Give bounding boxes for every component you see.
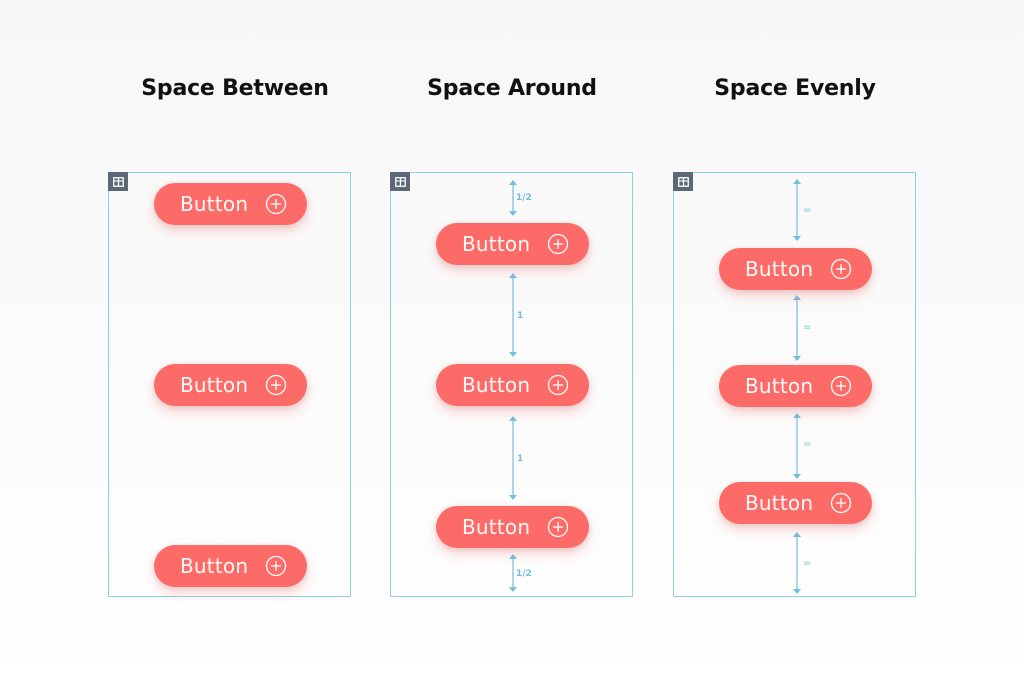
- button-1[interactable]: Button: [154, 183, 307, 225]
- gap-arrow: [793, 179, 801, 241]
- plus-circle-icon: [830, 375, 852, 397]
- gap-label: 1: [517, 454, 524, 464]
- gap-label: 1: [517, 311, 524, 321]
- gap-label: 1/2: [516, 569, 532, 579]
- gap-arrow: [793, 295, 801, 361]
- button-label: Button: [745, 491, 814, 515]
- plus-circle-icon: [547, 516, 569, 538]
- layout-columns-icon: [108, 172, 128, 191]
- button-1[interactable]: Button: [719, 248, 872, 290]
- button-label: Button: [462, 232, 531, 256]
- button-label: Button: [180, 192, 249, 216]
- plus-circle-icon: [265, 555, 287, 577]
- button-2[interactable]: Button: [436, 364, 589, 406]
- panel-space-around: 1/2 1 1 1/2 Button Button Button: [390, 172, 633, 597]
- gap-label: =: [803, 439, 812, 450]
- panel-title-space-between: Space Between: [141, 76, 329, 101]
- gap-arrow: [509, 554, 517, 592]
- gap-arrow: [509, 416, 517, 500]
- button-3[interactable]: Button: [719, 482, 872, 524]
- button-label: Button: [462, 515, 531, 539]
- gap-arrow: [793, 532, 801, 594]
- button-3[interactable]: Button: [154, 545, 307, 587]
- button-label: Button: [745, 257, 814, 281]
- button-2[interactable]: Button: [154, 364, 307, 406]
- button-label: Button: [180, 373, 249, 397]
- panel-space-evenly: = = = = Button Button Button: [673, 172, 916, 597]
- button-label: Button: [180, 554, 249, 578]
- plus-circle-icon: [830, 492, 852, 514]
- gap-label: =: [803, 205, 812, 216]
- gap-label: =: [803, 558, 812, 569]
- gap-arrow: [793, 413, 801, 479]
- plus-circle-icon: [265, 374, 287, 396]
- button-2[interactable]: Button: [719, 365, 872, 407]
- gap-arrow: [509, 180, 517, 216]
- button-label: Button: [462, 373, 531, 397]
- gap-label: =: [803, 322, 812, 333]
- gap-label: 1/2: [516, 193, 532, 203]
- button-1[interactable]: Button: [436, 223, 589, 265]
- plus-circle-icon: [265, 193, 287, 215]
- plus-circle-icon: [830, 258, 852, 280]
- button-3[interactable]: Button: [436, 506, 589, 548]
- plus-circle-icon: [547, 233, 569, 255]
- plus-circle-icon: [547, 374, 569, 396]
- panel-space-between: Button Button Button: [108, 172, 351, 597]
- panel-title-space-evenly: Space Evenly: [714, 76, 876, 101]
- layout-columns-icon: [390, 172, 410, 191]
- button-label: Button: [745, 374, 814, 398]
- layout-columns-icon: [673, 172, 693, 191]
- panel-title-space-around: Space Around: [427, 76, 597, 101]
- gap-arrow: [509, 273, 517, 357]
